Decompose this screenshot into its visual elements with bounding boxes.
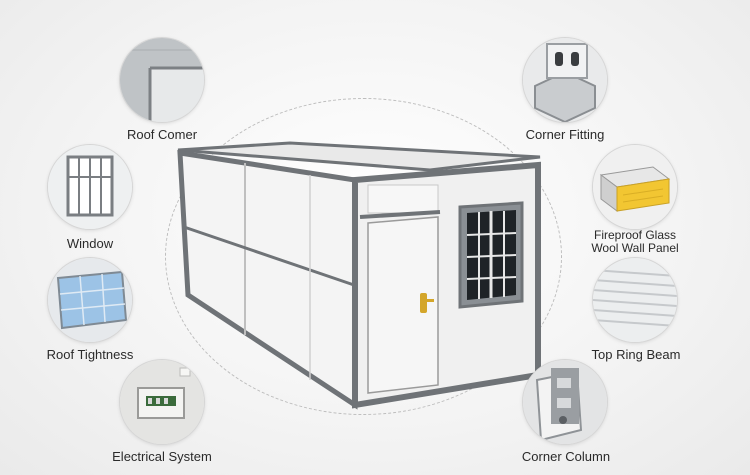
wall-panel-label-line2: Wool Wall Panel: [591, 241, 679, 255]
corner-fitting-label: Corner Fitting: [525, 127, 605, 142]
solar-panel-icon: [48, 258, 132, 342]
column-icon: [523, 360, 607, 444]
dashed-ring: [165, 98, 562, 415]
wall-panel-label-line1: Fireproof Glass: [593, 228, 677, 242]
window-label: Window: [66, 236, 114, 251]
wool-panel-icon: [593, 145, 677, 229]
roof-corner-label: Roof Comer: [126, 127, 198, 142]
breaker-box-icon: [120, 360, 204, 444]
wall-panel-label: Fireproof Glass Wool Wall Panel: [575, 229, 695, 255]
window-icon: [48, 145, 132, 229]
electrical-system-label: Electrical System: [112, 449, 212, 464]
folding-container-illustration: [170, 135, 560, 420]
corner-fitting-icon: [523, 38, 607, 122]
roof-tightness-label: Roof Tightness: [46, 347, 134, 362]
corner-column-label: Corner Column: [521, 449, 611, 464]
roof-corner-icon: [120, 38, 204, 122]
ring-beam-icon: [593, 258, 677, 342]
top-ring-beam-label: Top Ring Beam: [591, 347, 681, 362]
